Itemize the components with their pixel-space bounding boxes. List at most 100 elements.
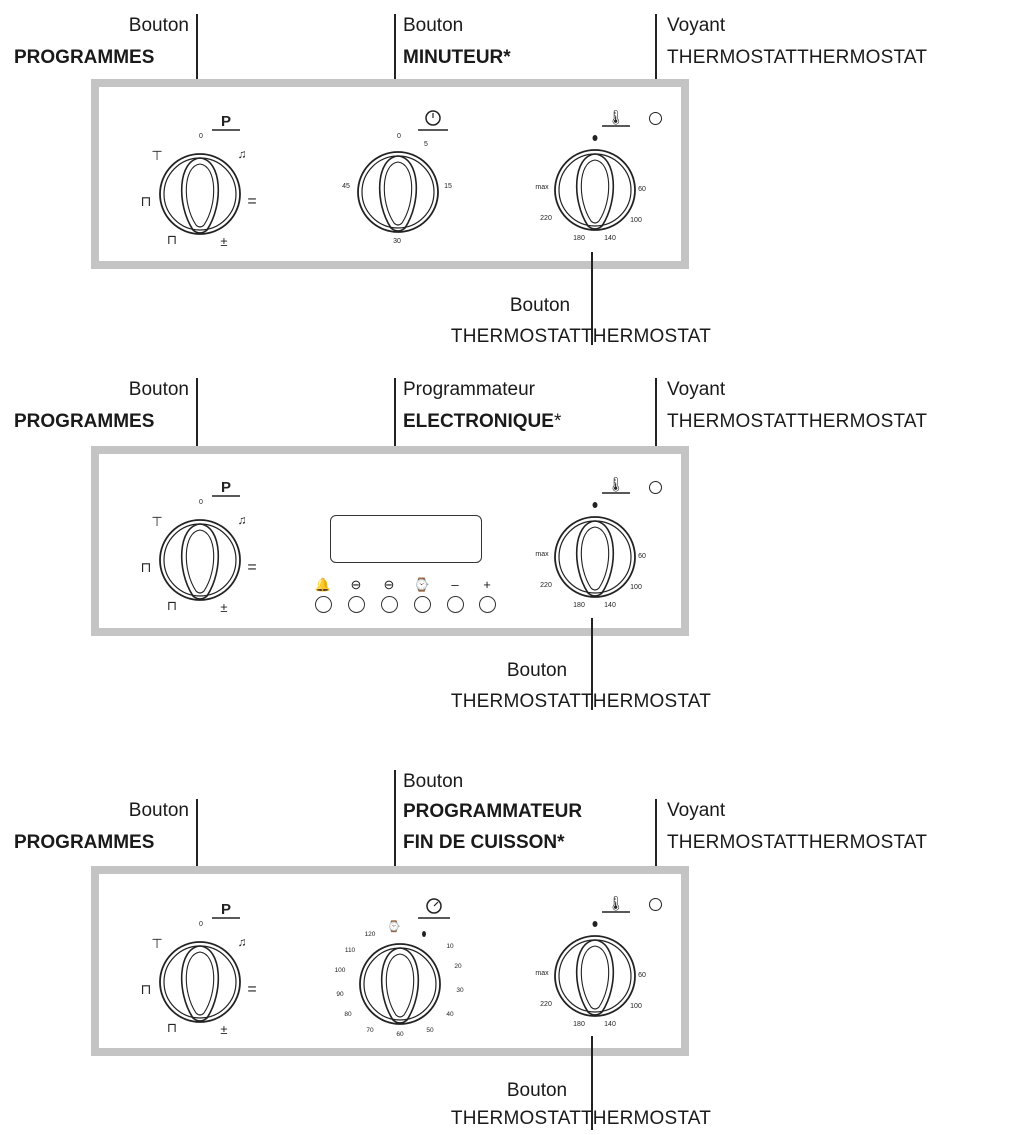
label-thermostat-2-line1: Bouton: [506, 660, 568, 681]
thermostat-knob-2[interactable]: 🌡 max 220 180 140 100 60: [530, 471, 650, 621]
programmer-display: [330, 515, 482, 563]
svg-text:max: max: [535, 970, 549, 977]
svg-text:100: 100: [630, 1003, 642, 1010]
timer-mark-5: 5: [424, 141, 428, 148]
svg-text:⊓: ⊓: [167, 1020, 177, 1035]
grill-top-icon: ⊤: [151, 148, 162, 163]
thermo-mark-220: 220: [540, 215, 552, 222]
label-minuteur-line1: Bouton: [403, 15, 464, 36]
plus-button[interactable]: [479, 596, 496, 613]
label-electronique-line1: Programmateur: [403, 379, 535, 400]
svg-text:30: 30: [456, 987, 464, 994]
svg-text:10: 10: [446, 943, 454, 950]
svg-text:60: 60: [638, 972, 646, 979]
svg-text:180: 180: [573, 602, 585, 609]
plus-icon: +: [483, 577, 491, 592]
thermostat-knob-3[interactable]: 🌡 max 220 180 140 100 60: [530, 890, 650, 1040]
pot-icon: ⌚: [387, 920, 401, 933]
program-knob-3[interactable]: P 0 ⊤ ♫ ⊓ = ⊓ ±: [132, 900, 262, 1040]
label-thermostat-3-line1: Bouton: [506, 1080, 568, 1101]
leader-programmes-1: [196, 14, 198, 110]
svg-text:60: 60: [638, 553, 646, 560]
label-programmes-2-line1: Bouton: [128, 379, 189, 400]
program-knob-zero: 0: [199, 133, 203, 140]
thermostat-knob-1[interactable]: 🌡 max 220 180 140 100 60: [530, 104, 650, 254]
label-programmes-1-line1: Bouton: [128, 15, 189, 36]
minus-button[interactable]: [447, 596, 464, 613]
control-panel-2: [91, 446, 689, 636]
thermo-mark-140: 140: [604, 235, 616, 242]
leader-thermostat-3: [591, 1036, 593, 1130]
thermostat-indicator-light-3: [649, 898, 662, 911]
program-knob-symbol: P: [221, 113, 231, 130]
end-time-button[interactable]: [381, 596, 398, 613]
grill-icon: ⊓: [141, 193, 152, 209]
thermometer-icon: 🌡: [607, 109, 625, 125]
equal-icon: =: [247, 193, 256, 210]
svg-text:90: 90: [336, 991, 344, 998]
thermo-mark-60: 60: [638, 186, 646, 193]
label-programmes-3-line1: Bouton: [128, 800, 189, 821]
end-cooking-icon: ⊖: [383, 577, 395, 592]
leader-electronique: [394, 378, 396, 473]
label-minuteur-line2: MINUTEUR*: [403, 47, 511, 68]
leader-voyant-3: [655, 799, 657, 892]
label-thermostat-1-line2: THERMOSTATTHERMOSTAT: [450, 326, 712, 347]
label-thermostat-1-line1: Bouton: [509, 295, 571, 316]
svg-text:♫: ♫: [238, 513, 247, 527]
svg-text:max: max: [535, 551, 549, 558]
thermostat-indicator-light-1: [649, 112, 662, 125]
program-knob-1[interactable]: P 0 ⊤ ♫ ⊓ = ⊓ ±: [132, 112, 262, 252]
label-electronique-line2: ELECTRONIQUE*: [403, 411, 562, 432]
timer-mark-45: 45: [342, 183, 350, 190]
end-cooking-knob[interactable]: ⌚ 120 110 100 90 80 70 60 50 40 30 20 10: [326, 898, 476, 1048]
label-programmes-2-line2: PROGRAMMES: [14, 411, 155, 432]
thermostat-indicator-light-2: [649, 481, 662, 494]
leader-thermostat-1: [591, 252, 593, 345]
svg-text:⊓: ⊓: [141, 981, 152, 997]
svg-text:P: P: [221, 901, 231, 918]
bottom-heat-icon: ⊓: [167, 232, 177, 247]
svg-text:20: 20: [454, 963, 462, 970]
clock-icon: [426, 898, 442, 914]
duration-button[interactable]: [348, 596, 365, 613]
svg-text:80: 80: [344, 1011, 352, 1018]
label-voyant-1-line1: Voyant: [667, 15, 726, 36]
cook-duration-icon: ⊖: [350, 577, 362, 592]
leader-voyant-1: [655, 14, 657, 110]
svg-text:0: 0: [199, 499, 203, 506]
minus-icon: –: [451, 577, 459, 592]
svg-text:=: =: [247, 981, 256, 998]
control-panel-1: [91, 79, 689, 269]
bell-icon: 🔔: [314, 577, 332, 592]
svg-text:140: 140: [604, 602, 616, 609]
svg-text:120: 120: [365, 931, 376, 938]
clock-icon: ⌚: [413, 577, 431, 592]
label-thermostat-3-line2: THERMOSTATTHERMOSTAT: [450, 1108, 712, 1129]
leader-thermostat-2: [591, 618, 593, 710]
program-knob-2[interactable]: P 0 ⊤ ♫ ⊓ = ⊓ ±: [132, 478, 262, 618]
clock-icon: [425, 110, 441, 126]
svg-text:0: 0: [199, 921, 203, 928]
svg-text:=: =: [247, 559, 256, 576]
svg-text:180: 180: [573, 1021, 585, 1028]
label-fin-cuisson-line1: Bouton: [403, 771, 464, 792]
bell-icon: ♫: [238, 147, 247, 161]
svg-text:220: 220: [540, 1001, 552, 1008]
svg-text:⊤: ⊤: [151, 936, 162, 951]
svg-text:140: 140: [604, 1021, 616, 1028]
fan-bottom-icon: ±: [220, 234, 227, 249]
label-voyant-2-line2: THERMOSTATTHERMOSTAT: [667, 411, 928, 432]
svg-text:⊓: ⊓: [141, 559, 152, 575]
svg-text:⊤: ⊤: [151, 514, 162, 529]
svg-text:60: 60: [396, 1031, 404, 1038]
label-programmes-3-line2: PROGRAMMES: [14, 832, 155, 853]
svg-text:±: ±: [220, 1022, 227, 1037]
alarm-button[interactable]: [315, 596, 332, 613]
clock-button[interactable]: [414, 596, 431, 613]
timer-knob[interactable]: 0 5 15 30 45: [330, 108, 470, 256]
leader-voyant-2: [655, 378, 657, 473]
svg-text:♫: ♫: [238, 935, 247, 949]
thermo-mark-180: 180: [573, 235, 585, 242]
svg-text:P: P: [221, 479, 231, 496]
